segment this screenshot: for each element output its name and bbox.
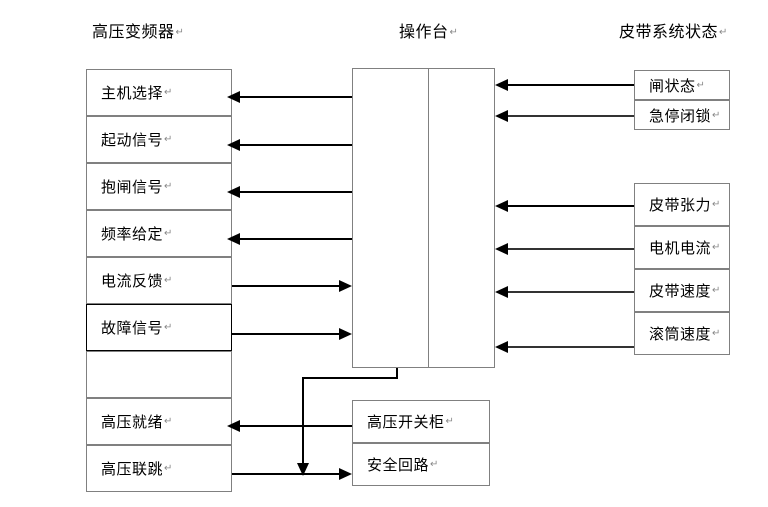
pilcrow-mark: ↵ — [712, 109, 721, 121]
group-title-center: 操作台↵ — [399, 24, 458, 40]
arrow-left-icon — [495, 243, 508, 255]
left-row-label: 高压就绪 — [101, 413, 164, 431]
right-row-label: 皮带张力 — [649, 196, 712, 214]
pilcrow-mark: ↵ — [164, 228, 173, 239]
pilcrow-mark: ↵ — [430, 459, 439, 470]
left-row-label: 主机选择 — [101, 84, 164, 102]
connector-fault-signal-to-console — [232, 333, 345, 335]
pilcrow-mark: ↵ — [712, 242, 721, 253]
pilcrow-mark: ↵ — [175, 27, 185, 38]
pilcrow-mark: ↵ — [164, 416, 173, 427]
pilcrow-mark: ↵ — [164, 463, 173, 474]
left-row-label: 起动信号 — [101, 131, 164, 149]
arrow-left-icon — [495, 79, 508, 91]
connector-gate-status-to-console — [508, 84, 634, 86]
left-row-hv-ready[interactable]: 高压就绪↵ — [86, 398, 232, 445]
bottom-row-label: 安全回路 — [367, 456, 430, 474]
arrow-left-icon — [227, 233, 240, 245]
arrow-left-icon — [227, 420, 240, 432]
connector-console-to-frequency-setpoint — [240, 238, 352, 240]
right-row-label: 皮带速度 — [649, 282, 712, 300]
left-row-label: 抱闸信号 — [101, 178, 164, 196]
connector-console-to-down-bus — [302, 377, 398, 379]
arrow-left-icon — [227, 186, 240, 198]
pilcrow-mark: ↵ — [719, 27, 728, 38]
pilcrow-mark: ↵ — [712, 285, 721, 296]
arrow-left-icon — [495, 286, 508, 298]
left-row-label: 高压联跳 — [101, 460, 164, 478]
pilcrow-mark: ↵ — [164, 322, 173, 333]
right-row-label: 电机电流 — [649, 239, 712, 257]
right-row-belt-speed[interactable]: 皮带速度↵ — [634, 269, 730, 312]
group-title-left: 高压变频器↵ — [92, 24, 184, 40]
connector-belt-speed-to-console — [508, 291, 634, 293]
left-row-label: 故障信号 — [101, 319, 164, 337]
connector-console-to-start-signal — [240, 144, 352, 146]
pilcrow-mark: ↵ — [445, 416, 455, 427]
connector-console-to-brake-signal — [240, 191, 352, 193]
group-title-center-text: 操作台 — [399, 22, 449, 41]
console-divider — [428, 68, 429, 368]
connector-hv-switchgear-to-hv-ready — [240, 425, 352, 427]
arrow-right-icon — [339, 280, 352, 292]
arrow-left-icon — [495, 110, 508, 122]
right-row-motor-current[interactable]: 电机电流↵ — [634, 226, 730, 269]
connector-console-drop-stub — [396, 368, 398, 378]
left-row-spacer — [86, 351, 232, 398]
pilcrow-mark: ↵ — [449, 27, 459, 38]
right-row-estop-lock[interactable]: 急停闭锁↵ — [634, 100, 730, 130]
right-row-label: 闸状态 — [649, 76, 696, 95]
connector-estop-lock-to-console — [508, 115, 634, 117]
bottom-row-hv-switchgear[interactable]: 高压开关柜↵ — [352, 400, 490, 443]
connector-motor-current-to-console — [508, 248, 634, 250]
connector-belt-tension-to-console — [508, 205, 634, 207]
pilcrow-mark: ↵ — [164, 134, 173, 145]
group-title-right: 皮带系统状态↵ — [619, 24, 728, 40]
pilcrow-mark: ↵ — [164, 181, 173, 192]
pilcrow-mark: ↵ — [164, 87, 173, 98]
connector-hv-trip-to-safety-circuit — [232, 473, 345, 475]
bottom-row-safety-circuit[interactable]: 安全回路↵ — [352, 443, 490, 486]
left-row-brake-signal[interactable]: 抱闸信号↵ — [86, 163, 232, 210]
right-row-label: 急停闭锁 — [649, 106, 712, 125]
left-row-hv-interlock-trip[interactable]: 高压联跳↵ — [86, 445, 232, 492]
left-row-fault-signal[interactable]: 故障信号↵ — [86, 304, 232, 351]
left-row-label: 电流反馈 — [101, 272, 164, 290]
arrow-left-icon — [495, 341, 508, 353]
console-box[interactable] — [352, 68, 495, 368]
connector-down-bus — [302, 377, 304, 465]
arrow-left-icon — [227, 139, 240, 151]
arrow-down-icon — [297, 463, 309, 476]
pilcrow-mark: ↵ — [164, 275, 173, 286]
right-row-label: 滚筒速度 — [649, 325, 712, 343]
pilcrow-mark: ↵ — [696, 79, 706, 91]
left-row-start-signal[interactable]: 起动信号↵ — [86, 116, 232, 163]
pilcrow-mark: ↵ — [712, 328, 721, 339]
left-row-host-select[interactable]: 主机选择↵ — [86, 69, 232, 116]
group-title-left-text: 高压变频器 — [92, 22, 175, 41]
connector-console-to-host-select — [240, 96, 352, 98]
right-row-belt-tension[interactable]: 皮带张力↵ — [634, 183, 730, 226]
group-title-right-text: 皮带系统状态 — [619, 22, 719, 41]
left-row-frequency-setpoint[interactable]: 频率给定↵ — [86, 210, 232, 257]
pilcrow-mark: ↵ — [712, 199, 721, 210]
right-row-gate-status[interactable]: 闸状态↵ — [634, 70, 730, 100]
connector-drum-speed-to-console — [508, 346, 634, 348]
arrow-right-icon — [339, 468, 352, 480]
arrow-left-icon — [495, 200, 508, 212]
arrow-left-icon — [227, 91, 240, 103]
connector-current-feedback-to-console — [232, 285, 345, 287]
bottom-row-label: 高压开关柜 — [367, 413, 445, 431]
right-row-drum-speed[interactable]: 滚筒速度↵ — [634, 312, 730, 355]
arrow-right-icon — [339, 328, 352, 340]
left-row-label: 频率给定 — [101, 225, 164, 243]
left-row-current-feedback[interactable]: 电流反馈↵ — [86, 257, 232, 304]
